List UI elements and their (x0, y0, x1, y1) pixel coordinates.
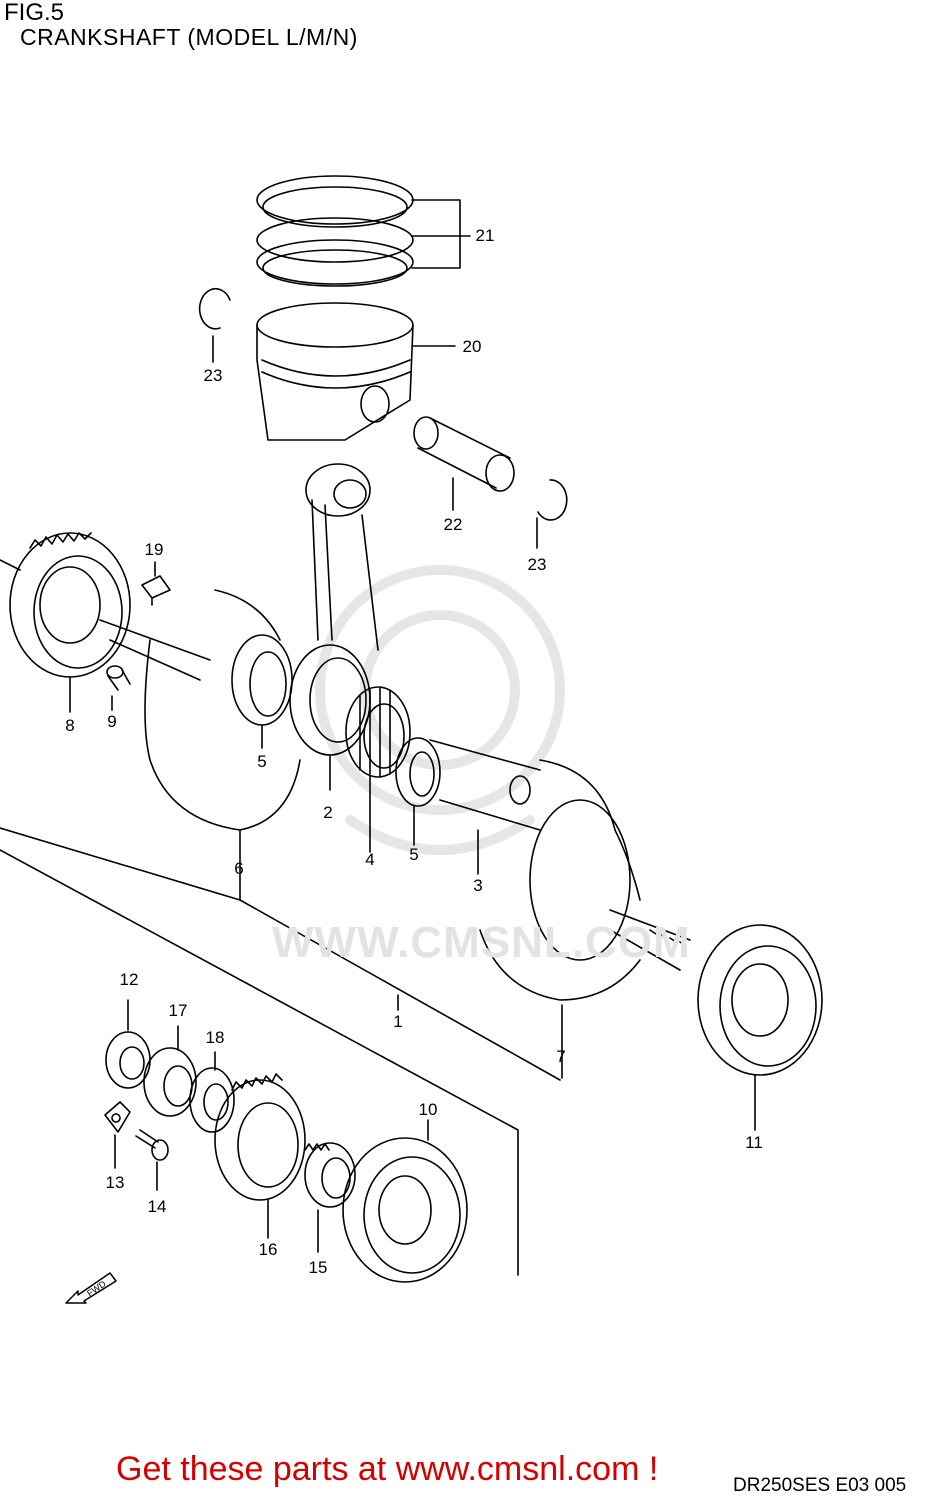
callout-3[interactable]: 3 (473, 876, 483, 895)
callout-13[interactable]: 13 (105, 1173, 125, 1192)
lock-plate (104, 1101, 131, 1169)
callout-6[interactable]: 6 (234, 859, 244, 878)
piston-pin (413, 416, 515, 511)
callout-11[interactable]: 11 (745, 1133, 763, 1152)
callout-20[interactable]: 20 (462, 337, 482, 356)
screw (135, 1129, 169, 1191)
callout-2[interactable]: 2 (323, 803, 333, 822)
callout-23-lower[interactable]: 23 (527, 555, 547, 574)
callout-5-left[interactable]: 5 (257, 752, 267, 771)
callout-19[interactable]: 19 (144, 540, 164, 559)
washer (189, 1051, 235, 1133)
oil-seal (105, 999, 151, 1089)
figure-subtitle: CRANKSHAFT (MODEL L/M/N) (20, 24, 358, 50)
callout-15[interactable]: 15 (308, 1258, 328, 1277)
callout-14[interactable]: 14 (147, 1197, 167, 1216)
callout-16[interactable]: 16 (258, 1240, 278, 1259)
crank-pin (429, 739, 541, 875)
dowel-pin (106, 665, 131, 711)
piston (256, 302, 456, 441)
callout-4[interactable]: 4 (365, 850, 375, 869)
callout-9[interactable]: 9 (107, 712, 117, 731)
piston-ring-set (256, 175, 471, 287)
callout-12[interactable]: 12 (119, 970, 139, 989)
right-main-bearing (697, 924, 823, 1131)
primary-drive-gear (0, 532, 131, 713)
circlip-upper (198, 287, 231, 363)
thrust-washer-right (395, 737, 441, 846)
crankpin-bearing (345, 686, 411, 853)
callout-17[interactable]: 17 (168, 1001, 188, 1020)
crankshaft-right (479, 759, 691, 1079)
connecting-rod (289, 463, 379, 791)
crank-key (141, 561, 171, 606)
spacer (143, 1025, 197, 1117)
parts-banner[interactable]: Get these parts at www.cmsnl.com ! (116, 1450, 659, 1488)
callout-22[interactable]: 22 (443, 515, 463, 534)
watermark-text: WWW.CMSNL.COM (272, 918, 691, 967)
balancer-drive-gear (214, 1073, 306, 1239)
circlip-lower (536, 479, 568, 549)
left-main-bearing (342, 1119, 468, 1283)
diagram-code: DR250SES E03 005 (733, 1475, 907, 1496)
callout-1[interactable]: 1 (393, 1012, 403, 1031)
callout-18[interactable]: 18 (205, 1028, 225, 1047)
callout-23-upper[interactable]: 23 (203, 366, 223, 385)
callout-8[interactable]: 8 (65, 716, 75, 735)
callout-5-right[interactable]: 5 (409, 845, 419, 864)
fwd-arrow-icon: FWD (65, 1272, 117, 1304)
watermark-logo (315, 565, 565, 855)
callout-7[interactable]: 7 (556, 1047, 566, 1066)
crankshaft-left (99, 589, 301, 901)
assembly-bracket (0, 827, 561, 1276)
figure-title: FIG.5 (4, 0, 65, 26)
callout-10[interactable]: 10 (418, 1100, 438, 1119)
callout-21[interactable]: 21 (475, 226, 495, 245)
